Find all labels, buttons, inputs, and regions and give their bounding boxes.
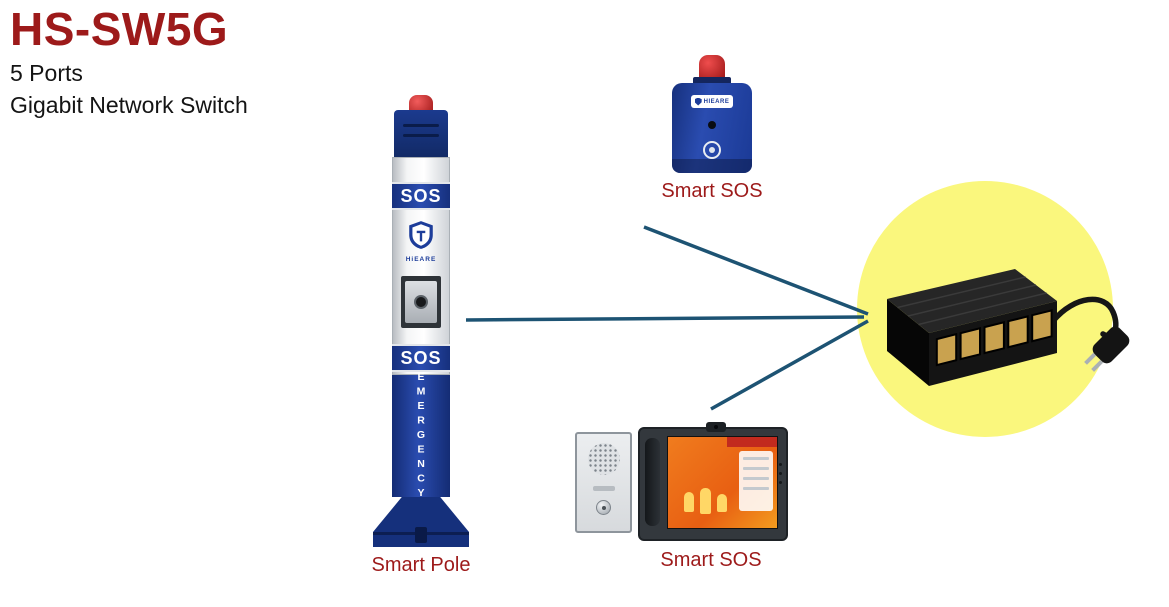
beacon-neck	[693, 77, 731, 85]
beacon-body: HIEARE	[672, 83, 752, 173]
power-cord	[1050, 296, 1119, 339]
switch-drawing	[887, 269, 1130, 386]
speaker-slot	[403, 134, 439, 137]
pole-base	[373, 497, 469, 547]
screen-figure	[717, 494, 727, 512]
smart-pole-illustration: SOS HiEARE SOS EMERGENCY	[373, 95, 469, 550]
power-plug-icon	[1084, 326, 1130, 372]
header: HS-SW5G 5 Ports Gigabit Network Switch	[10, 4, 248, 120]
ethernet-ports-icon	[935, 309, 1053, 367]
side-button-dot	[779, 481, 782, 484]
brand-pill: HIEARE	[691, 95, 733, 108]
red-beacon-icon	[699, 55, 725, 81]
menu-line	[743, 467, 769, 470]
smart-sos-beacon-illustration: HIEARE	[668, 55, 756, 175]
screen-menu-panel	[739, 451, 773, 511]
pole-upper-section: SOS HiEARE SOS	[392, 157, 450, 375]
side-button-dot	[779, 463, 782, 466]
sos-band-bottom: SOS	[392, 344, 450, 372]
camera-bump	[706, 422, 726, 432]
menu-line	[743, 457, 769, 460]
pole-lower-section: EMERGENCY	[392, 371, 450, 501]
call-button-icon	[596, 500, 611, 515]
speaker-slot	[403, 124, 439, 127]
pole-logo: HiEARE	[393, 220, 449, 263]
connection-line-sos-top	[643, 225, 869, 316]
shield-logo-icon	[694, 97, 702, 106]
call-button-icon	[703, 141, 721, 159]
pole-brand-text: HiEARE	[405, 256, 437, 263]
emergency-text: EMERGENCY	[415, 370, 427, 502]
switch-left-face	[887, 299, 929, 386]
button-dot	[601, 505, 606, 510]
sos-band-top: SOS	[392, 182, 450, 210]
intercom-label-strip	[593, 486, 615, 491]
switch-vent-ridges	[897, 276, 1047, 326]
menu-line	[743, 487, 769, 490]
subtitle-line-1: 5 Ports	[10, 59, 83, 86]
menu-line	[743, 477, 769, 480]
handset-icon	[645, 438, 660, 526]
smart-pole-caption: Smart Pole	[371, 554, 471, 576]
base-slot	[415, 527, 427, 543]
side-buttons	[779, 463, 783, 490]
shield-logo-icon	[409, 221, 433, 249]
screen-figure	[700, 488, 711, 514]
side-button-dot	[779, 472, 782, 475]
page-title: HS-SW5G	[10, 3, 229, 55]
button-dot	[709, 147, 715, 153]
connection-line-pole	[465, 315, 865, 322]
call-button-icon	[414, 295, 428, 309]
smart-sos-bottom-caption: Smart SOS	[660, 549, 762, 571]
connection-line-sos-bottom	[710, 319, 869, 411]
network-switch-illustration	[857, 181, 1169, 437]
subtitle-line-2: Gigabit Network Switch	[10, 92, 248, 119]
camera-lens-icon	[714, 425, 718, 429]
beacon-brand-text: HIEARE	[703, 98, 730, 105]
speaker-grille-icon	[588, 443, 620, 475]
pole-head	[394, 110, 448, 157]
screen-banner	[727, 437, 777, 447]
videophone-screen	[667, 436, 778, 529]
camera-icon	[708, 121, 716, 129]
video-intercom-illustration	[638, 422, 788, 541]
call-panel	[401, 276, 441, 328]
smart-sos-top-caption: Smart SOS	[661, 180, 763, 202]
screen-figure	[684, 492, 694, 512]
intercom-panel-illustration	[575, 432, 632, 533]
